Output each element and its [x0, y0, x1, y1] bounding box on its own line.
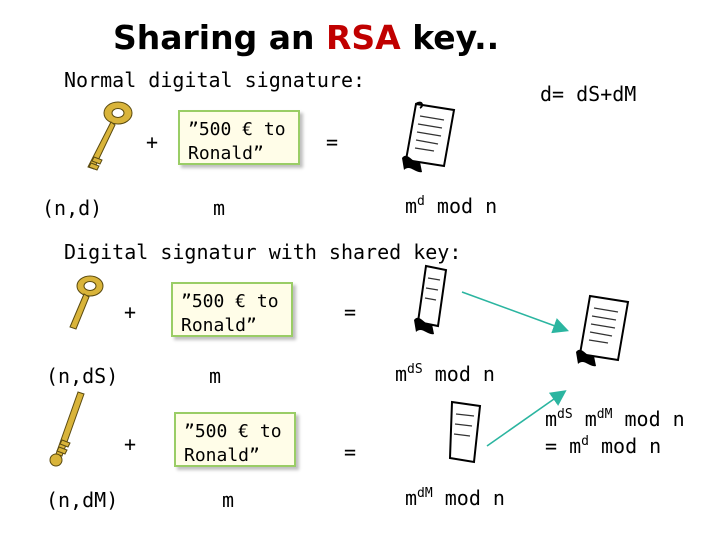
title-suffix: key..: [400, 18, 500, 57]
message-box: ”500 € to Ronald”: [171, 282, 293, 337]
message-box: ”500 € to Ronald”: [178, 110, 300, 165]
title-prefix: Sharing an: [113, 18, 326, 57]
key-label: (n,d): [42, 196, 103, 220]
plus-sign: +: [146, 130, 159, 154]
document-icon: [576, 294, 630, 367]
m-label: m: [222, 488, 235, 512]
signature-result: mdM mod n: [405, 486, 505, 510]
result-exponent: dS: [407, 362, 423, 378]
message-text: ”500 € to Ronald”: [181, 291, 279, 336]
signature-result: mdS mod n: [395, 362, 495, 386]
result-base: m: [405, 194, 418, 218]
combined-base2: m: [572, 407, 597, 431]
document-icon: [402, 101, 456, 173]
plus-sign: +: [124, 300, 137, 324]
message-text: ”500 € to Ronald”: [184, 421, 282, 466]
m-label: m: [213, 196, 226, 220]
message-box: ”500 € to Ronald”: [174, 412, 296, 467]
signature-result: md mod n: [405, 194, 497, 218]
combined-line2-exp: d: [581, 434, 589, 450]
combined-result-line2: = md mod n: [545, 434, 661, 458]
key-label: (n,dS): [46, 364, 119, 388]
combined-line2-suffix: mod n: [588, 434, 662, 458]
equals-sign: =: [326, 130, 339, 154]
result-suffix: mod n: [432, 486, 505, 510]
equals-sign: =: [344, 440, 357, 464]
plus-sign: +: [124, 432, 137, 456]
combined-base1: m: [545, 407, 558, 431]
combined-exp1: dS: [557, 407, 573, 423]
key-icon: [69, 275, 104, 330]
result-suffix: mod n: [424, 194, 498, 218]
title-accent: RSA: [325, 18, 401, 57]
page-title: Sharing an RSA key..: [113, 18, 499, 57]
document-icon: [414, 264, 448, 335]
combined-line2-prefix: = m: [545, 434, 582, 458]
result-base: m: [405, 486, 418, 510]
result-suffix: mod n: [422, 362, 495, 386]
m-label: m: [209, 364, 222, 388]
result-base: m: [395, 362, 408, 386]
key-icon: [87, 101, 133, 171]
equals-sign: =: [344, 300, 357, 324]
document-icon: [448, 400, 482, 464]
section2-heading: Digital signatur with shared key:: [64, 240, 462, 264]
combined-suffix: mod n: [612, 407, 685, 431]
result-exponent: dM: [417, 486, 433, 502]
section1-heading: Normal digital signature:: [64, 68, 366, 92]
key-label: (n,dM): [46, 488, 119, 512]
combined-exp2: dM: [596, 407, 613, 423]
result-exponent: d: [417, 194, 425, 210]
key-icon: [49, 391, 85, 467]
formula-d: d= dS+dM: [540, 82, 637, 106]
message-text: ”500 € to Ronald”: [188, 119, 286, 164]
combined-result-line1: mdS mdM mod n: [545, 407, 685, 431]
